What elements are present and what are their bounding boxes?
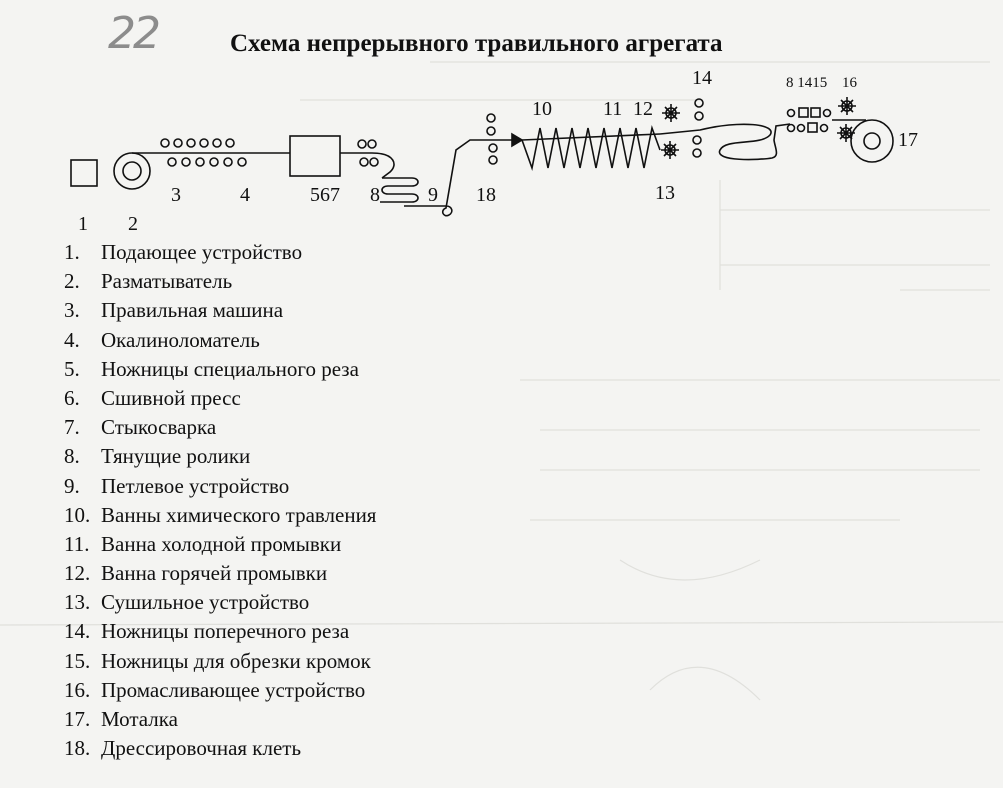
legend-item: 15.Ножницы для обрезки кромок [64,648,371,673]
label-14: 14 [692,67,712,89]
label-9: 9 [428,184,438,206]
label-13: 13 [655,182,675,204]
legend-item: 2.Разматыватель [64,269,233,294]
legend-list: 1.Подающее устройство 2.Разматыватель 3.… [64,238,376,763]
dryer-star-icons [661,104,680,159]
label-3: 3 [171,184,181,206]
legend-item: 5.Ножницы специального реза [64,356,359,381]
label-17: 17 [898,129,918,151]
temper-stand-rolls [486,113,498,165]
legend-item: 4.Окалиноломатель [64,327,260,352]
label-16: 16 [842,75,858,91]
legend-item: 10.Ванны химического травления [64,502,377,527]
leveller-rolls [160,138,247,167]
label-12: 12 [633,98,653,120]
feeding-device-box [70,159,98,187]
label-10: 10 [532,98,552,120]
legend-item: 7.Стыкосварка [64,415,217,440]
legend-item: 17.Моталка [64,707,178,731]
legend-item: 18.Дрессировочная клеть [64,736,302,761]
label-18: 18 [476,184,496,206]
edge-trimmer-and-oiler [786,97,856,142]
legend-item: 12.Ванна горячей промывки [64,561,328,586]
legend-item: 11.Ванна холодной промывки [64,531,342,556]
label-8-14-15: 8 1415 [786,75,827,91]
pickling-line-schematic: 1 2 3 4 567 8 9 18 10 11 12 13 14 8 1415… [70,67,918,235]
legend-item: 1.Подающее устройство [64,240,303,264]
label-4: 4 [240,184,250,206]
cross-shear-rolls [692,98,704,158]
legend-item: 16.Промасливающее устройство [64,677,366,702]
legend-item: 13.Сушильное устройство [64,590,310,615]
shears-welder-box [289,135,341,177]
handwritten-page-number: 22 [108,8,161,59]
legend-item: 9.Петлевое устройство [64,473,290,498]
legend-item: 6.Сшивной пресс [64,385,241,410]
label-2: 2 [128,213,138,235]
page-title: Схема непрерывного травильного агрегата [230,30,723,57]
label-8: 8 [370,184,380,206]
pull-rolls-icon [357,139,379,167]
pickling-baths-zigzag [521,125,661,171]
label-11: 11 [603,98,622,120]
legend-item: 3.Правильная машина [64,298,284,323]
legend-item: 8.Тянущие ролики [64,444,251,469]
label-567: 567 [310,184,340,206]
looper [380,177,419,203]
label-1: 1 [78,213,88,235]
coiler-coil [850,119,894,163]
uncoiler-coil [113,152,151,190]
legend-item: 14.Ножницы поперечного реза [64,619,350,644]
